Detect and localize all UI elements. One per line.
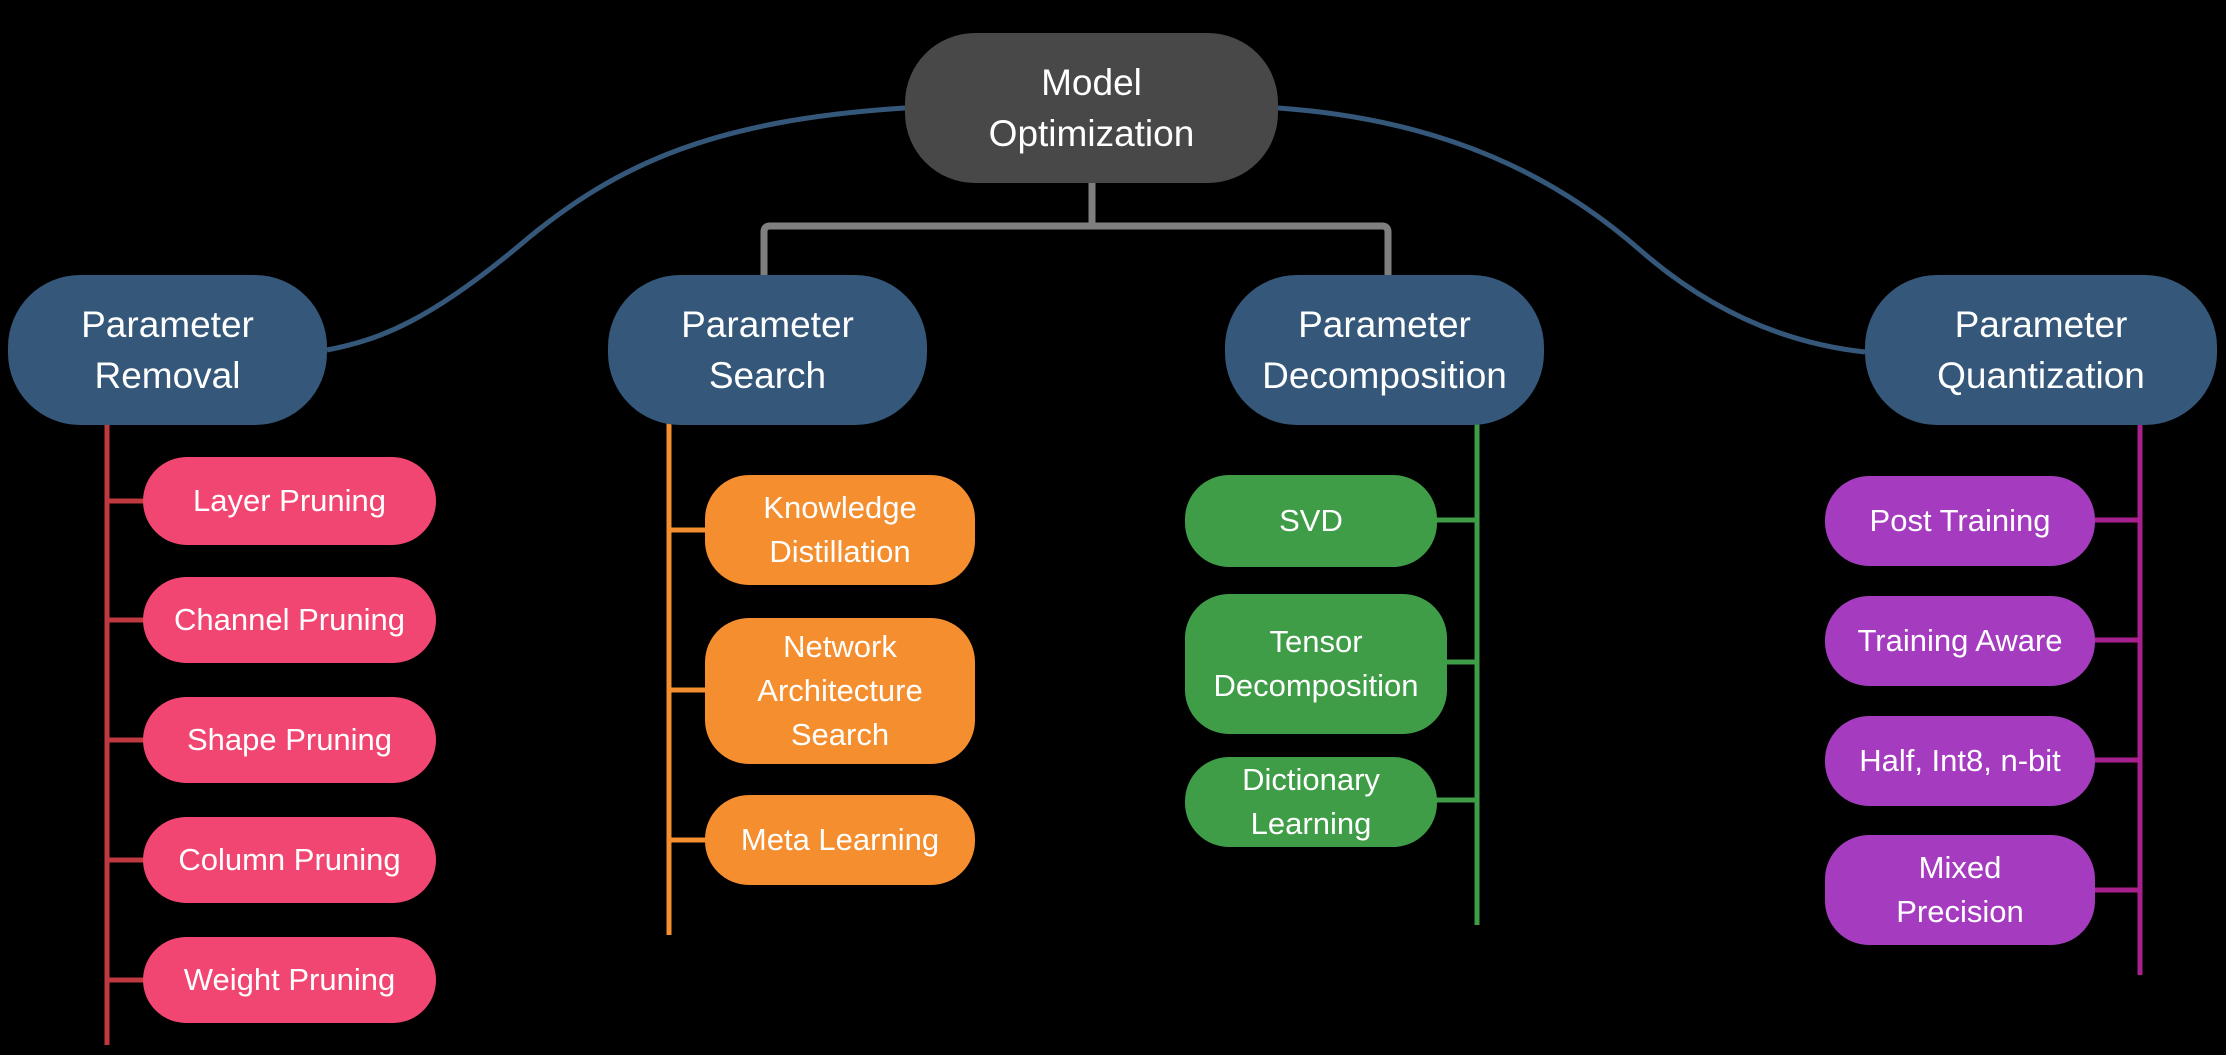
- item-channel-pruning: Channel Pruning: [143, 577, 436, 663]
- item-tensor-decomposition: Tensor Decomposition: [1185, 594, 1447, 734]
- category-parameter-quantization: Parameter Quantization: [1865, 275, 2217, 425]
- item-half-int8-n-bit: Half, Int8, n-bit: [1825, 716, 2095, 806]
- category-parameter-search: Parameter Search: [608, 275, 927, 425]
- category-parameter-decomposition: Parameter Decomposition: [1225, 275, 1544, 425]
- item-svd: SVD: [1185, 475, 1437, 567]
- root-to-removal-curve: [326, 105, 906, 353]
- item-dictionary-learning: Dictionary Learning: [1185, 757, 1437, 847]
- category-parameter-removal: Parameter Removal: [8, 275, 327, 425]
- search-branch: [666, 420, 708, 935]
- removal-branch: [104, 420, 148, 1045]
- root-node-model-optimization: Model Optimization: [905, 33, 1278, 183]
- item-knowledge-distillation: Knowledge Distillation: [705, 475, 975, 585]
- item-post-training: Post Training: [1825, 476, 2095, 566]
- quantization-branch: [2093, 420, 2143, 975]
- item-weight-pruning: Weight Pruning: [143, 937, 436, 1023]
- item-column-pruning: Column Pruning: [143, 817, 436, 903]
- decomposition-branch: [1435, 420, 1480, 925]
- item-network-architecture-search: Network Architecture Search: [705, 618, 975, 764]
- item-layer-pruning: Layer Pruning: [143, 457, 436, 545]
- item-shape-pruning: Shape Pruning: [143, 697, 436, 783]
- root-bracket: [760, 183, 1392, 275]
- item-training-aware: Training Aware: [1825, 596, 2095, 686]
- item-mixed-precision: Mixed Precision: [1825, 835, 2095, 945]
- root-to-quantization-curve: [1277, 105, 1866, 355]
- item-meta-learning: Meta Learning: [705, 795, 975, 885]
